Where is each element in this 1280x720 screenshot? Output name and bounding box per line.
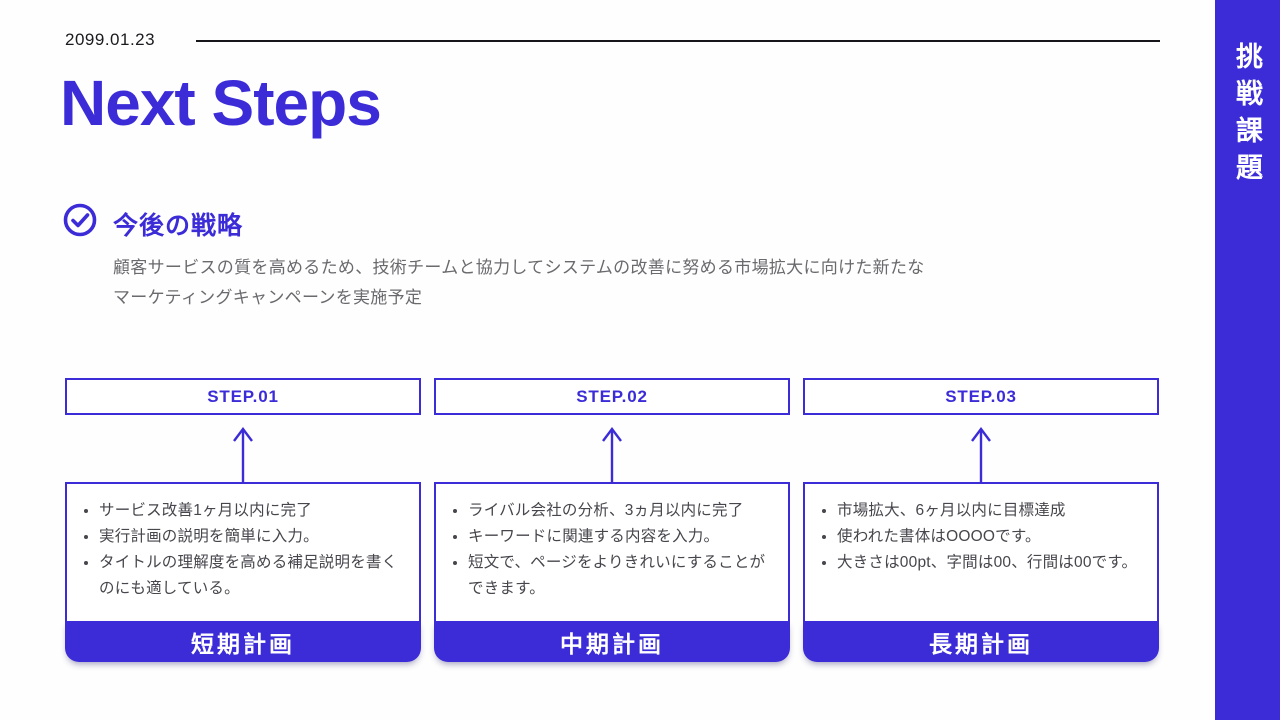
step3-card-body: 市場拡大、6ヶ月以内に目標達成 使われた書体はOOOOです。 大きさは00pt、…	[803, 482, 1159, 621]
page-title: Next Steps	[60, 67, 382, 139]
strategy-description-line2: マーケティングキャンペーンを実施予定	[113, 288, 423, 307]
step2-card-body: ライバル会社の分析、3ヵ月以内に完了 キーワードに関連する内容を入力。 短文で、…	[434, 482, 790, 621]
step1-header-label: STEP.01	[207, 386, 279, 406]
step3-bullet-list: 市場拡大、6ヶ月以内に目標達成 使われた書体はOOOOです。 大きさは00pt、…	[815, 498, 1145, 576]
step2-bullet: キーワードに関連する内容を入力。	[468, 524, 776, 550]
step1-footer-label: 短期計画	[65, 621, 421, 662]
check-circle-icon	[63, 203, 97, 237]
arrow-up-icon	[602, 427, 622, 482]
step2-bullet: ライバル会社の分析、3ヵ月以内に完了	[468, 498, 776, 524]
step1-bullet: 実行計画の説明を簡単に入力。	[99, 524, 407, 550]
step3-header-label: STEP.03	[945, 386, 1017, 406]
side-tab: 挑戦課題	[1215, 0, 1280, 720]
step2-bullet: 短文で、ページをよりきれいにすることができます。	[468, 550, 776, 602]
step3-header-box: STEP.03	[803, 378, 1159, 415]
step2-footer-label: 中期計画	[434, 621, 790, 662]
step2-card: ライバル会社の分析、3ヵ月以内に完了 キーワードに関連する内容を入力。 短文で、…	[434, 482, 790, 662]
strategy-description-line1: 顧客サービスの質を高めるため、技術チームと協力してシステムの改善に努める市場拡大…	[113, 258, 925, 277]
step1-card: サービス改善1ヶ月以内に完了 実行計画の説明を簡単に入力。 タイトルの理解度を高…	[65, 482, 421, 662]
strategy-section-header	[62, 202, 98, 238]
step3-bullet: 使われた書体はOOOOです。	[837, 524, 1145, 550]
step2-header-label: STEP.02	[576, 386, 648, 406]
header-divider-line	[196, 40, 1160, 42]
step2-bullet-list: ライバル会社の分析、3ヵ月以内に完了 キーワードに関連する内容を入力。 短文で、…	[446, 498, 776, 602]
arrow-up-icon	[971, 427, 991, 482]
step1-header-box: STEP.01	[65, 378, 421, 415]
step3-bullet: 大きさは00pt、字間は00、行間は00です。	[837, 550, 1145, 576]
step3-card: 市場拡大、6ヶ月以内に目標達成 使われた書体はOOOOです。 大きさは00pt、…	[803, 482, 1159, 662]
step3-footer-label: 長期計画	[803, 621, 1159, 662]
strategy-heading: 今後の戦略	[113, 212, 244, 240]
strategy-description: 顧客サービスの質を高めるため、技術チームと協力してシステムの改善に努める市場拡大…	[113, 253, 925, 313]
side-tab-label: 挑戦課題	[1232, 42, 1262, 190]
step1-bullet-list: サービス改善1ヶ月以内に完了 実行計画の説明を簡単に入力。 タイトルの理解度を高…	[77, 498, 407, 602]
step1-bullet: タイトルの理解度を高める補足説明を書くのにも適している。	[99, 550, 407, 602]
arrow-up-icon	[233, 427, 253, 482]
step2-header-box: STEP.02	[434, 378, 790, 415]
slide-date: 2099.01.23	[65, 30, 156, 49]
step1-bullet: サービス改善1ヶ月以内に完了	[99, 498, 407, 524]
step3-bullet: 市場拡大、6ヶ月以内に目標達成	[837, 498, 1145, 524]
step1-card-body: サービス改善1ヶ月以内に完了 実行計画の説明を簡単に入力。 タイトルの理解度を高…	[65, 482, 421, 621]
